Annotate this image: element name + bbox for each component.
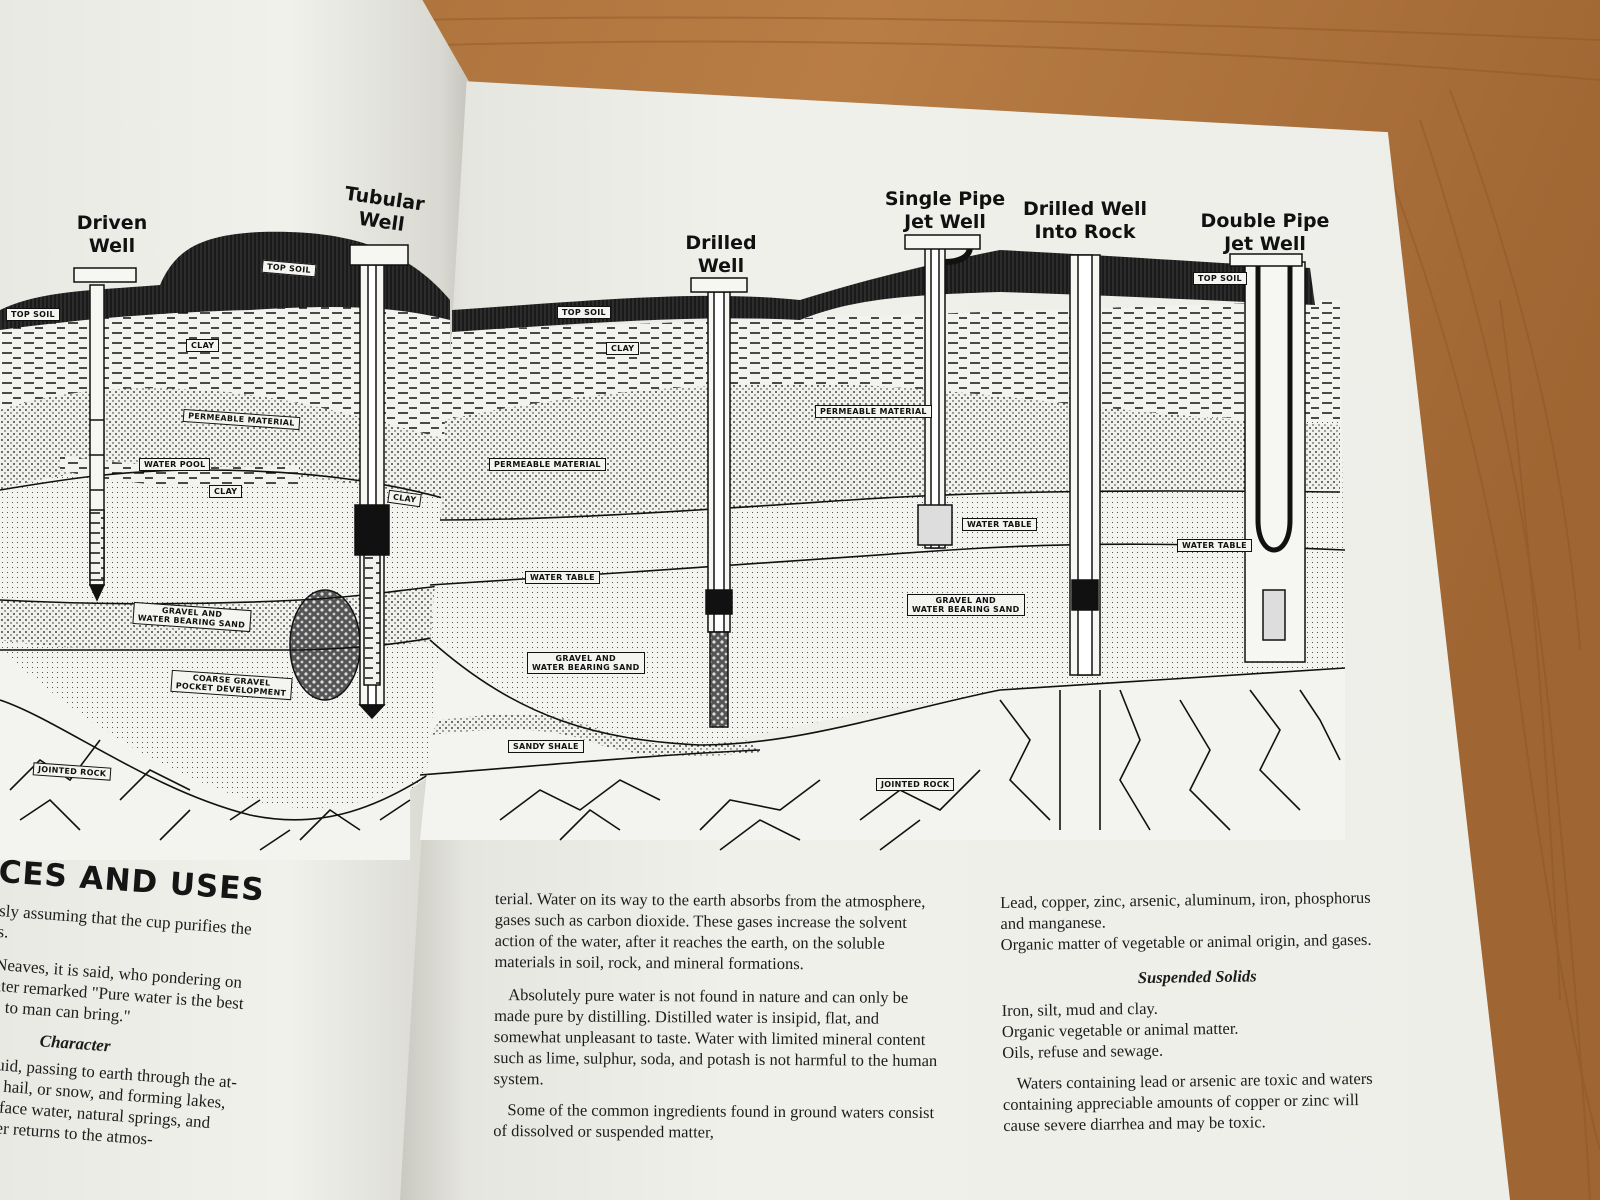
- list-item: Oils, refuse and sewage.: [1002, 1040, 1164, 1062]
- label-water-table: WATER TABLE: [525, 571, 600, 584]
- right-text-column: Lead, copper, zinc, arsenic, aluminum, i…: [1000, 887, 1396, 1146]
- list-item: Organic matter of vegetable or animal or…: [1000, 929, 1372, 954]
- paragraph: Absolutely pure water is not found in na…: [493, 985, 938, 1089]
- middle-text-column: terial. Water on its way to the earth ab…: [493, 888, 940, 1154]
- right-diagram: [419, 234, 1346, 851]
- paragraph: terial. Water on its way to the earth ab…: [494, 889, 926, 974]
- label-clay: CLAY: [186, 339, 220, 352]
- driven-well-title: Driven Well: [76, 212, 148, 257]
- label-top-soil: TOP SOIL: [6, 308, 60, 321]
- label-sandy-shale: SANDY SHALE: [508, 740, 584, 753]
- label-top-soil: TOP SOIL: [1193, 272, 1247, 285]
- label-jointed-rock: JOINTED ROCK: [876, 778, 955, 791]
- double-pipe-jet-well-title: Double Pipe Jet Well: [1200, 210, 1330, 255]
- list-item: Lead, copper, zinc, arsenic, aluminum, i…: [1000, 887, 1371, 933]
- label-gravel-water-bearing-sand: GRAVEL AND WATER BEARING SAND: [527, 652, 645, 674]
- paragraph: Some of the common ingredients found in …: [493, 1100, 935, 1142]
- drilled-well-title: Drilled Well: [685, 232, 757, 277]
- label-clay: CLAY: [209, 485, 243, 498]
- label-gravel-water-bearing-sand: GRAVEL AND WATER BEARING SAND: [907, 594, 1025, 616]
- drilled-well-into-rock-title: Drilled Well Into Rock: [1023, 198, 1147, 243]
- suspended-solids-heading: Suspended Solids: [1137, 966, 1257, 988]
- single-pipe-jet-well-title: Single Pipe Jet Well: [884, 188, 1006, 233]
- label-water-table: WATER TABLE: [1177, 539, 1252, 552]
- label-water-pool: WATER POOL: [139, 458, 211, 471]
- label-permeable-material: PERMEABLE MATERIAL: [815, 405, 932, 418]
- label-top-soil: TOP SOIL: [557, 306, 611, 319]
- label-clay: CLAY: [606, 342, 640, 355]
- paragraph: Waters containing lead or arsenic are to…: [1002, 1068, 1373, 1135]
- label-water-table: WATER TABLE: [962, 518, 1037, 531]
- left-page-text: sly assuming that the cup purifies the s…: [0, 900, 344, 1163]
- left-diagram: [0, 231, 451, 860]
- label-permeable-material: PERMEABLE MATERIAL: [489, 458, 606, 471]
